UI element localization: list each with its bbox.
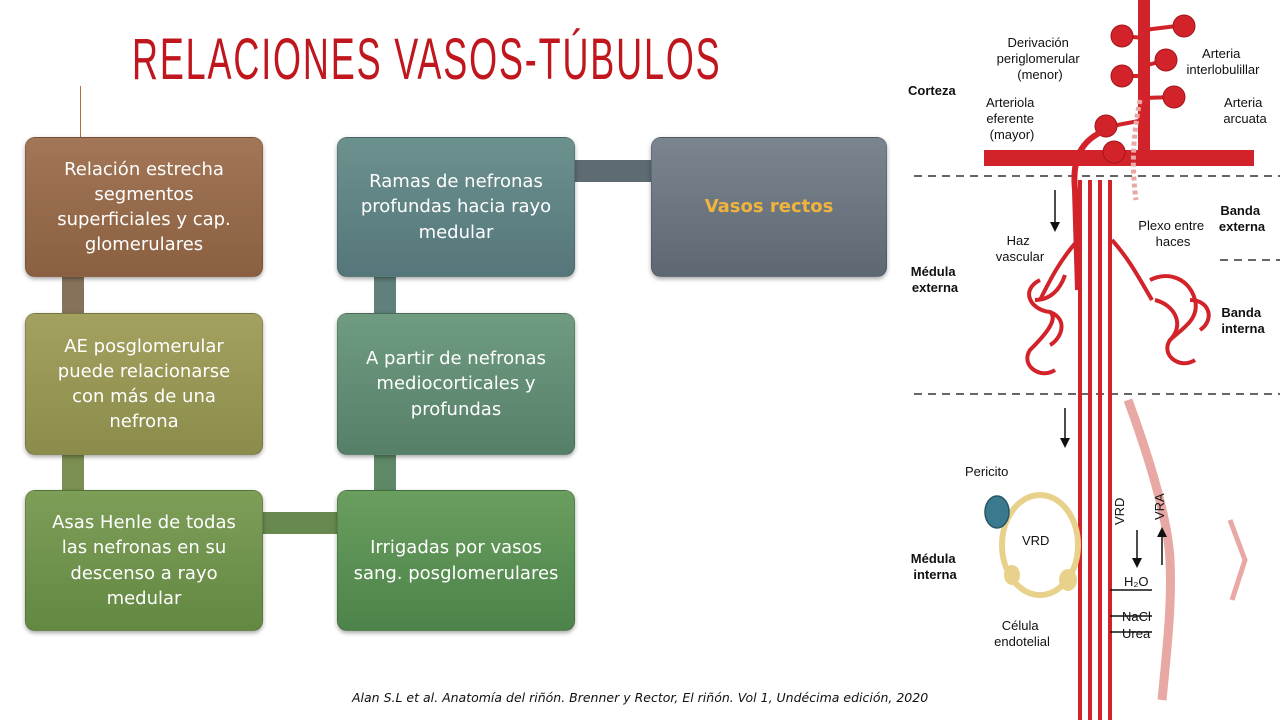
label-banda-externa: Banda externa	[1219, 203, 1266, 234]
title-accent-line	[80, 86, 81, 138]
flow-box-3: Asas Henle de todas las nefronas en su d…	[25, 490, 263, 631]
connector-2-3	[62, 448, 84, 498]
label-derivacion: Derivación periglomerular (menor)	[997, 35, 1084, 82]
flow-box-1: Relación estrecha segmentos superficiale…	[25, 137, 263, 277]
label-arteriola-eferente: Arteriola eferente (mayor)	[986, 95, 1038, 142]
flow-box-5: A partir de nefronas mediocorticales y p…	[337, 313, 575, 455]
citation: Alan S.L et al. Anatomía del riñón. Bren…	[352, 690, 929, 705]
vra-vessel	[1123, 398, 1176, 701]
label-pericito: Pericito	[965, 464, 1008, 479]
label-arteria-interlobulillar: Arteria interlobulillar	[1187, 46, 1261, 77]
label-nacl: NaCl	[1122, 609, 1151, 624]
label-h2o: H₂O	[1124, 574, 1149, 589]
vascular-bundle	[1038, 180, 1154, 720]
label-corteza: Corteza	[908, 83, 956, 98]
label-plexo: Plexo entre haces	[1138, 218, 1207, 249]
label-celula-endotelial: Célula endotelial	[994, 618, 1050, 649]
connector-6-7	[568, 160, 658, 182]
label-medula-interna: Médula interna	[911, 551, 959, 582]
connector-4-5	[374, 448, 396, 498]
endothelial-nucleus	[1059, 569, 1077, 591]
flow-box-6: Ramas de nefronas profundas hacia rayo m…	[337, 137, 575, 277]
endothelial-nucleus-2	[1004, 565, 1020, 585]
flow-box-7: Vasos rectos	[651, 137, 887, 277]
vrd-cell	[999, 492, 1081, 598]
vasa-recta-figure: Derivación periglomerular (menor) Arteri…	[908, 0, 1280, 720]
connector-5-6	[374, 270, 396, 320]
flow-box-2: AE posglomerular puede relacionarse con …	[25, 313, 263, 455]
label-vra: VRA	[1152, 493, 1167, 520]
label-haz-vascular: Haz vascular	[996, 233, 1045, 264]
label-medula-externa: Médula externa	[911, 264, 959, 295]
label-arteria-arcuata: Arteria arcuata	[1223, 95, 1267, 126]
pericito-cell	[984, 495, 1010, 529]
label-vrd: VRD	[1112, 498, 1127, 525]
flow-box-4: Irrigadas por vasos sang. posglomerulare…	[337, 490, 575, 631]
plexo-right	[1149, 274, 1211, 366]
label-urea: Urea	[1122, 626, 1151, 641]
plexo-left	[1025, 274, 1067, 376]
arteriola-eferente-vessel	[1071, 127, 1108, 291]
connector-1-2	[62, 270, 84, 320]
label-vrd-cell: VRD	[1022, 533, 1049, 548]
page-title: RELACIONES VASOS-TÚBULOS	[132, 27, 722, 92]
arteria-interlobulillar-vessel	[1138, 0, 1150, 160]
vra-twig	[1227, 519, 1248, 601]
label-banda-interna: Banda interna	[1221, 305, 1265, 336]
glomeruli	[1094, 14, 1196, 164]
connector-3-4	[258, 512, 344, 534]
